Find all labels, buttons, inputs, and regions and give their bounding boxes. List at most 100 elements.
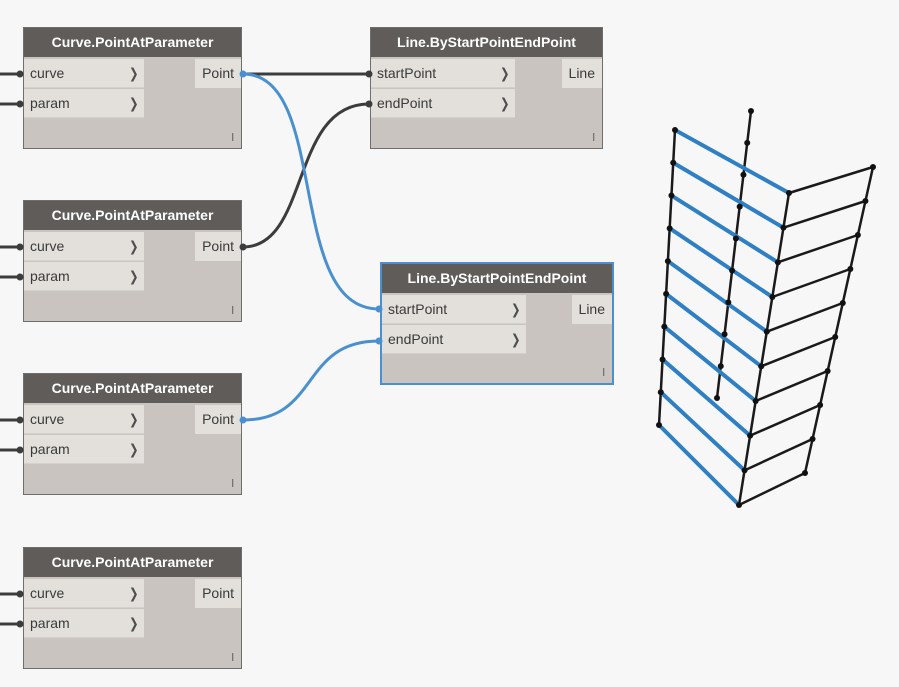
input-port-label: endPoint	[377, 95, 433, 111]
node-title[interactable]: Curve.PointAtParameter	[24, 548, 241, 577]
chevron-right-icon: ❯	[129, 441, 139, 457]
lacing-indicator: l	[231, 478, 234, 490]
preview-point	[736, 203, 743, 210]
input-port-end-point[interactable]: endPoint ❯	[382, 325, 526, 354]
input-port-label: curve	[30, 65, 65, 81]
preview-point	[870, 164, 876, 170]
preview-point	[668, 192, 675, 199]
preview-point	[656, 422, 662, 428]
preview-line-highlighted	[664, 291, 764, 369]
preview-line	[743, 437, 814, 472]
node-curve-point-at-parameter-1[interactable]: Curve.PointAtParameter curve ❯ param ❯ P…	[23, 27, 242, 149]
preview-point	[744, 139, 751, 146]
chevron-right-icon: ❯	[129, 95, 139, 111]
preview-line	[754, 369, 829, 403]
preview-point	[740, 171, 747, 178]
preview-point	[817, 402, 824, 408]
preview-point	[721, 331, 728, 338]
preview-point	[661, 323, 668, 330]
preview-line-highlighted	[671, 160, 786, 230]
input-port-curve[interactable]: curve ❯	[24, 405, 144, 434]
preview-line-highlighted	[658, 390, 747, 473]
output-port-point[interactable]: Point	[195, 59, 241, 88]
input-port-end-point[interactable]: endPoint ❯	[371, 89, 515, 118]
lacing-indicator: l	[602, 367, 605, 379]
node-title[interactable]: Curve.PointAtParameter	[24, 28, 241, 57]
preview-line-highlighted	[657, 423, 741, 507]
output-port-point[interactable]: Point	[195, 579, 241, 608]
node-line-by-start-point-end-point-1[interactable]: Line.ByStartPointEndPoint startPoint ❯ e…	[370, 27, 603, 149]
preview-curve	[657, 128, 677, 427]
preview-point	[786, 190, 792, 196]
preview-line-highlighted	[669, 193, 780, 265]
preview-point	[732, 235, 739, 242]
output-port-point[interactable]: Point	[195, 405, 241, 434]
preview-line-highlighted	[665, 259, 769, 334]
preview-line-highlighted	[662, 324, 758, 403]
preview-point	[847, 266, 854, 272]
node-title[interactable]: Line.ByStartPointEndPoint	[371, 28, 602, 57]
lacing-indicator: l	[231, 305, 234, 317]
preview-point	[666, 225, 673, 232]
node-curve-point-at-parameter-2[interactable]: Curve.PointAtParameter curve ❯ param ❯ P…	[23, 200, 242, 322]
preview-point	[670, 159, 677, 166]
chevron-right-icon: ❯	[511, 301, 521, 317]
preview-line-highlighted	[660, 357, 753, 438]
output-port-line[interactable]: Line	[571, 295, 612, 324]
chevron-right-icon: ❯	[511, 331, 521, 347]
input-port-param[interactable]: param ❯	[24, 262, 144, 291]
preview-point	[736, 502, 742, 508]
chevron-right-icon: ❯	[129, 615, 139, 631]
input-port-label: startPoint	[377, 65, 437, 81]
preview-point	[741, 467, 748, 474]
input-port-label: curve	[30, 238, 65, 254]
input-port-label: param	[30, 441, 70, 457]
preview-line	[765, 301, 845, 333]
preview-line	[782, 199, 867, 229]
node-title[interactable]: Curve.PointAtParameter	[24, 201, 241, 230]
preview-point	[758, 363, 765, 370]
chevron-right-icon: ❯	[129, 585, 139, 601]
node-line-by-start-point-end-point-2[interactable]: Line.ByStartPointEndPoint startPoint ❯ e…	[380, 262, 614, 385]
preview-point	[717, 363, 724, 370]
input-port-param[interactable]: param ❯	[24, 435, 144, 464]
output-port-point[interactable]: Point	[195, 232, 241, 261]
input-port-param[interactable]: param ❯	[24, 609, 144, 638]
preview-point	[657, 389, 664, 396]
preview-point	[824, 368, 831, 374]
node-curve-point-at-parameter-3[interactable]: Curve.PointAtParameter curve ❯ param ❯ P…	[23, 373, 242, 495]
preview-line-highlighted	[667, 226, 775, 299]
input-port-start-point[interactable]: startPoint ❯	[382, 295, 526, 324]
input-port-label: param	[30, 615, 70, 631]
input-port-param[interactable]: param ❯	[24, 89, 144, 118]
output-port-line[interactable]: Line	[561, 59, 602, 88]
chevron-right-icon: ❯	[129, 65, 139, 81]
input-port-curve[interactable]: curve ❯	[24, 579, 144, 608]
preview-point	[659, 356, 666, 363]
preview-point	[672, 127, 678, 133]
chevron-right-icon: ❯	[500, 65, 510, 81]
input-port-label: param	[30, 268, 70, 284]
input-port-label: curve	[30, 411, 65, 427]
preview-point	[854, 232, 861, 238]
preview-line	[776, 233, 860, 264]
node-curve-point-at-parameter-4[interactable]: Curve.PointAtParameter curve ❯ param ❯ P…	[23, 547, 242, 669]
preview-line	[759, 335, 837, 368]
chevron-right-icon: ❯	[500, 95, 510, 111]
node-title[interactable]: Line.ByStartPointEndPoint	[382, 264, 612, 293]
preview-point	[763, 328, 770, 335]
preview-point	[664, 258, 671, 265]
preview-point	[802, 470, 808, 476]
preview-point	[714, 395, 720, 401]
input-port-label: curve	[30, 585, 65, 601]
input-port-start-point[interactable]: startPoint ❯	[371, 59, 515, 88]
node-title[interactable]: Curve.PointAtParameter	[24, 374, 241, 403]
preview-point	[839, 300, 846, 306]
chevron-right-icon: ❯	[129, 268, 139, 284]
preview-line	[737, 471, 807, 507]
preview-line	[787, 165, 875, 195]
input-port-curve[interactable]: curve ❯	[24, 59, 144, 88]
input-port-label: param	[30, 95, 70, 111]
input-port-curve[interactable]: curve ❯	[24, 232, 144, 261]
